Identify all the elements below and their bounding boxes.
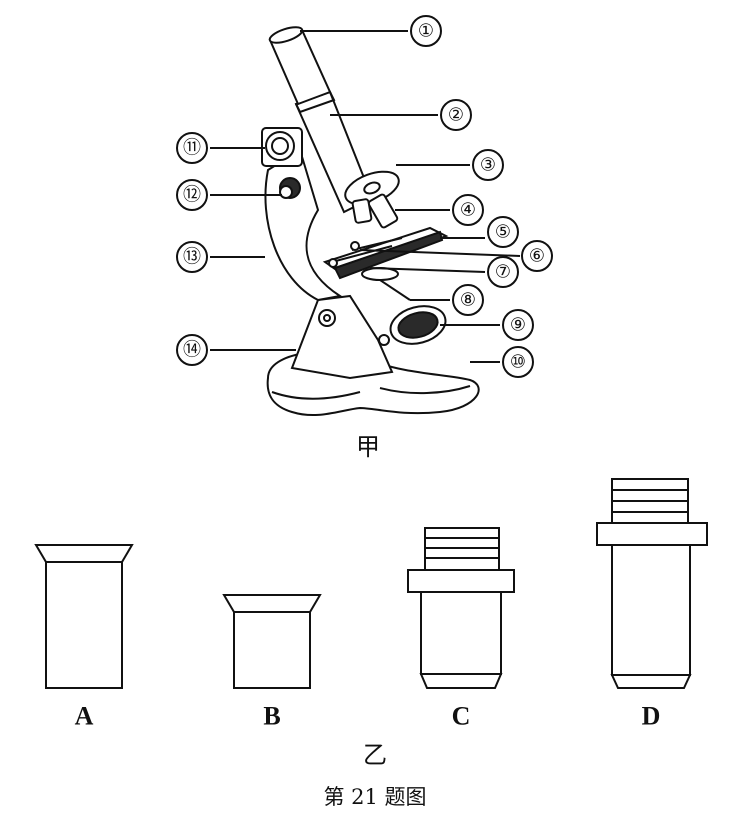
- label-2: ②: [448, 105, 464, 126]
- label-4: ④: [460, 200, 476, 221]
- figure-footer: 第 21 题图: [323, 785, 426, 809]
- figure-a-caption: 甲: [356, 433, 380, 461]
- figure-b-caption: 乙: [363, 741, 387, 769]
- lens-a-letter: A: [75, 702, 94, 731]
- lens-d: D: [596, 478, 708, 731]
- pillar: [290, 294, 394, 380]
- stage-clip: [331, 245, 393, 263]
- label-1: ①: [418, 21, 434, 42]
- label-5: ⑤: [495, 222, 511, 243]
- diaphragm: [361, 267, 399, 281]
- mirror: [378, 305, 447, 346]
- fine-adjustment-knob: [279, 177, 301, 199]
- microscope-diagram: ① ② ③ ④ ⑤ ⑥ ⑦ ⑧ ⑨ ⑩ ⑪ ⑫ ⑬ ⑭: [176, 15, 553, 461]
- label-10: ⑩: [510, 352, 526, 373]
- lens-a: A: [34, 544, 134, 731]
- label-7: ⑦: [495, 262, 511, 283]
- label-8: ⑧: [460, 290, 476, 311]
- lens-b: B: [222, 594, 322, 731]
- objective-lens: [351, 193, 399, 229]
- lens-c-letter: C: [452, 702, 471, 731]
- label-12: ⑫: [183, 185, 201, 206]
- label-3: ③: [480, 155, 496, 176]
- lens-d-letter: D: [642, 702, 661, 731]
- label-13: ⑬: [183, 247, 201, 268]
- lens-diagram: A B C D 乙: [34, 478, 708, 769]
- coarse-adjustment-knob: [261, 127, 303, 167]
- eyepiece: [268, 26, 332, 106]
- inclination-joint: [318, 309, 336, 327]
- leader-lines: [210, 30, 521, 363]
- part-labels: ① ② ③ ④ ⑤ ⑥ ⑦ ⑧ ⑨ ⑩ ⑪ ⑫ ⑬ ⑭: [176, 15, 553, 378]
- lens-c: C: [407, 527, 515, 731]
- label-9: ⑨: [510, 315, 526, 336]
- label-11: ⑪: [183, 138, 201, 159]
- label-14: ⑭: [183, 340, 201, 361]
- lens-b-letter: B: [263, 702, 280, 731]
- label-6: ⑥: [529, 246, 545, 267]
